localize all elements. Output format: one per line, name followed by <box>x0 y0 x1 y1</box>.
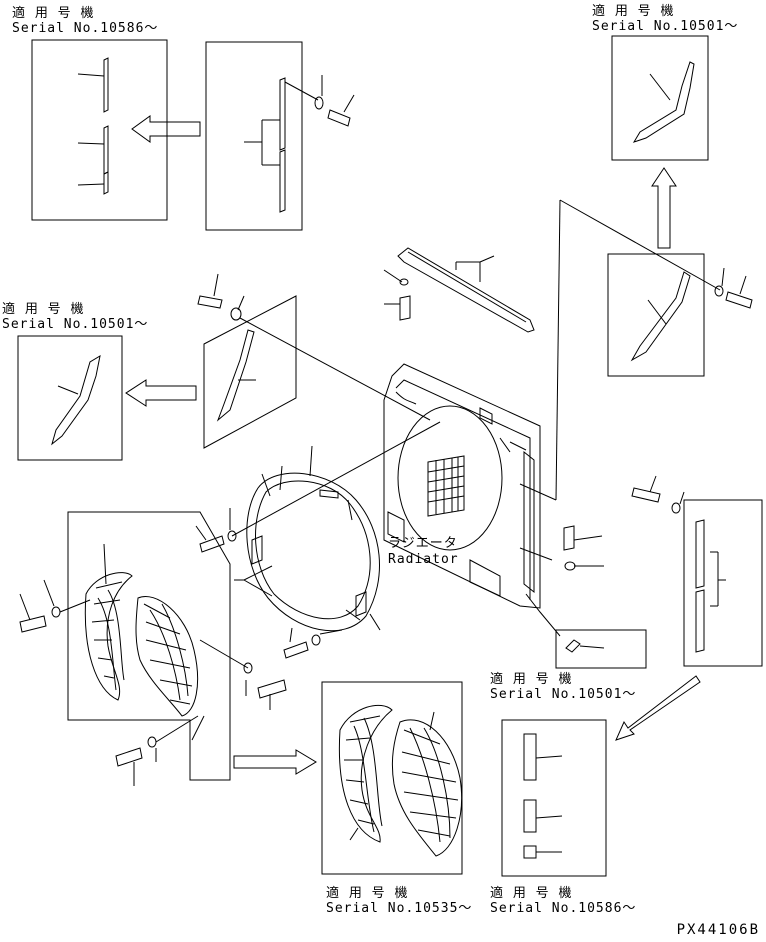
label-bottom-right-serial: Serial No.10586～ <box>490 901 637 916</box>
arrow-right-bottom <box>233 749 317 775</box>
detail-box-bottom-center <box>321 681 463 875</box>
radiator-label: ラジエータ Radiator <box>388 536 459 568</box>
label-bottom-right-jp: 適 用 号 機 <box>490 886 573 901</box>
label-bottom-center-jp: 適 用 号 機 <box>326 886 409 901</box>
radiator-right-hardware <box>519 525 647 669</box>
label-bottom-center: 適 用 号 機 Serial No.10535～ <box>326 886 472 916</box>
detail-box-top-left <box>31 39 168 221</box>
detail-box-far-right <box>631 475 763 667</box>
label-top-right-serial: Serial No.10501～ <box>592 19 739 34</box>
arrow-diag-bottom-right <box>615 675 701 741</box>
label-top-right: 適 用 号 機 Serial No.10501～ <box>592 4 738 34</box>
drawing-code: PX44106B <box>676 922 760 938</box>
arrow-left-top <box>131 115 201 143</box>
radiator-label-jp: ラジエータ <box>388 536 458 551</box>
label-top-left-jp: 適 用 号 機 <box>12 6 95 21</box>
label-bottom-right: 適 用 号 機 Serial No.10586～ <box>490 886 636 916</box>
arrow-left-mid <box>125 379 197 407</box>
detail-box-bottom-right <box>501 719 607 877</box>
label-mid-right: 適 用 号 機 Serial No.10501～ <box>490 672 636 702</box>
label-mid-left-jp: 適 用 号 機 <box>2 302 85 317</box>
arrow-up-right <box>651 167 677 249</box>
label-mid-left-serial: Serial No.10501～ <box>2 317 149 332</box>
mid-left-panel <box>197 273 431 449</box>
label-mid-left: 適 用 号 機 Serial No.10501～ <box>2 302 148 332</box>
label-top-right-jp: 適 用 号 機 <box>592 4 675 19</box>
top-seal-strip <box>383 247 535 333</box>
fan-ring <box>195 421 441 659</box>
detail-box-mid-right <box>559 199 753 377</box>
radiator-body <box>383 363 541 609</box>
detail-box-top-right <box>611 35 709 161</box>
fan-guard-left-group <box>19 511 287 786</box>
leader-right <box>555 199 561 501</box>
radiator-label-en: Radiator <box>388 552 459 567</box>
detail-box-top-middle <box>205 41 355 231</box>
label-mid-right-jp: 適 用 号 機 <box>490 672 573 687</box>
label-bottom-center-serial: Serial No.10535～ <box>326 901 473 916</box>
detail-box-mid-left <box>17 335 123 461</box>
radiator-core-grid <box>427 455 465 517</box>
label-top-left: 適 用 号 機 Serial No.10586～ <box>12 6 158 36</box>
label-top-left-serial: Serial No.10586～ <box>12 21 159 36</box>
label-mid-right-serial: Serial No.10501～ <box>490 687 637 702</box>
